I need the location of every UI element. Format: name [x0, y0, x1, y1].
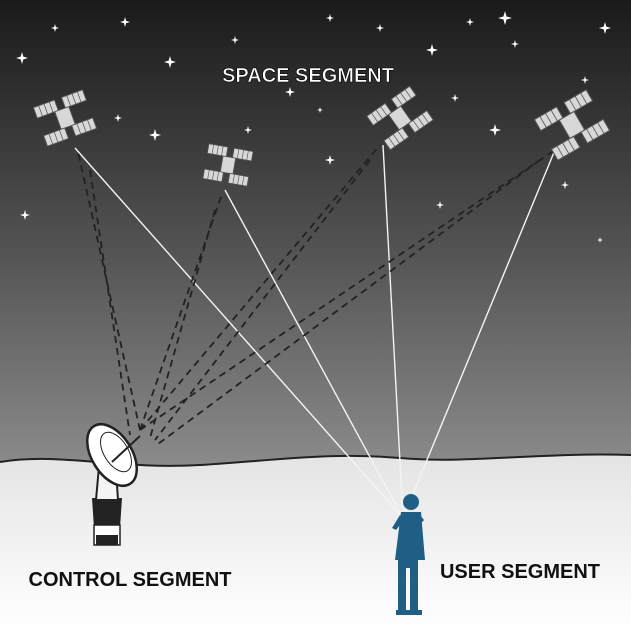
star-icon [20, 210, 30, 220]
user-line-sat-3 [382, 144, 404, 519]
star-icon [451, 94, 459, 102]
stars [16, 11, 611, 243]
star-icon [581, 76, 589, 84]
star-icon [317, 107, 323, 113]
star-icon [51, 24, 59, 32]
star-icon [376, 24, 384, 32]
star-icon [149, 129, 161, 141]
star-icon [489, 124, 501, 136]
star-icon [244, 126, 252, 134]
star-icon [231, 36, 239, 44]
star-icon [426, 44, 438, 56]
user-segment-label: USER SEGMENT [440, 561, 600, 583]
star-icon [285, 87, 295, 97]
user-line-sat-2 [224, 189, 404, 519]
return-line-1 [89, 169, 131, 436]
star-icon [436, 201, 444, 209]
star-icon [597, 237, 603, 243]
person-icon [392, 494, 425, 615]
return-line-2 [149, 209, 216, 439]
star-icon [561, 181, 569, 189]
return-line-4 [157, 159, 541, 445]
star-icon [511, 40, 519, 48]
star-icon [164, 56, 176, 68]
control-line-sat-4 [139, 151, 553, 431]
return-line-3 [154, 159, 371, 441]
user-line-sat-1 [74, 147, 404, 519]
star-icon [16, 52, 28, 64]
control-return-lines [89, 159, 541, 445]
star-icon [326, 14, 334, 22]
user-signal-lines [74, 144, 556, 519]
user-line-sat-4 [402, 149, 556, 519]
space-segment-label: SPACE SEGMENT [222, 65, 394, 87]
star-icon [466, 18, 474, 26]
ground [0, 454, 631, 628]
dish-antenna-icon [86, 423, 141, 546]
star-icon [498, 11, 512, 25]
star-icon [599, 22, 611, 34]
sky-background [0, 0, 631, 470]
control-segment-label: CONTROL SEGMENT [29, 569, 232, 591]
control-line-sat-3 [139, 144, 381, 431]
star-icon [325, 155, 335, 165]
star-icon [120, 17, 130, 27]
star-icon [114, 114, 122, 122]
